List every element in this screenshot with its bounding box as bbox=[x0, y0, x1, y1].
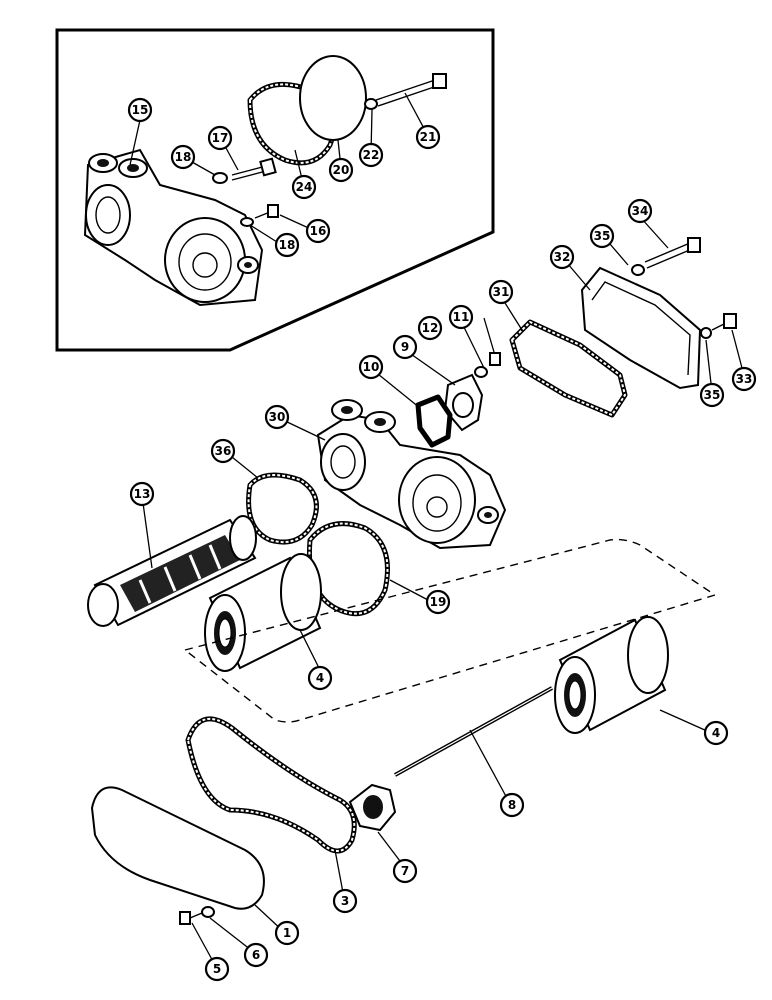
svg-text:1: 1 bbox=[283, 926, 291, 940]
callout-20: 20 bbox=[328, 157, 354, 183]
callout-16: 16 bbox=[305, 218, 331, 244]
svg-text:24: 24 bbox=[296, 180, 313, 194]
filter-4-right bbox=[554, 616, 669, 734]
callout-15: 15 bbox=[127, 97, 153, 123]
nut-18-top bbox=[212, 172, 228, 184]
svg-text:18: 18 bbox=[279, 238, 296, 252]
svg-text:19: 19 bbox=[430, 595, 447, 609]
callout-18-lower: 18 bbox=[274, 232, 300, 258]
bolt-17 bbox=[231, 157, 277, 181]
wing-nut-7 bbox=[348, 783, 397, 832]
bolt-5 bbox=[179, 911, 203, 925]
callout-31: 31 bbox=[488, 279, 514, 305]
svg-text:9: 9 bbox=[401, 340, 409, 354]
callout-30: 30 bbox=[264, 404, 290, 430]
svg-text:5: 5 bbox=[213, 962, 221, 976]
callout-33: 33 bbox=[731, 366, 757, 392]
svg-text:33: 33 bbox=[736, 372, 753, 386]
svg-text:10: 10 bbox=[363, 360, 380, 374]
dashed-enclosure bbox=[183, 538, 717, 723]
svg-text:21: 21 bbox=[420, 130, 437, 144]
svg-text:20: 20 bbox=[333, 163, 350, 177]
inset-frame bbox=[55, 28, 495, 352]
svg-text:32: 32 bbox=[554, 250, 571, 264]
callout-17: 17 bbox=[207, 125, 233, 151]
washer-35-top bbox=[631, 264, 645, 276]
bolt-16 bbox=[254, 204, 279, 219]
callout-5: 5 bbox=[204, 956, 230, 982]
svg-text:34: 34 bbox=[632, 204, 649, 218]
svg-text:22: 22 bbox=[363, 148, 380, 162]
callout-10: 10 bbox=[358, 354, 384, 380]
svg-text:3: 3 bbox=[341, 894, 349, 908]
cover-plate-20 bbox=[299, 55, 367, 141]
svg-text:7: 7 bbox=[401, 864, 409, 878]
callout-8: 8 bbox=[499, 792, 525, 818]
gasket-10 bbox=[415, 394, 453, 448]
rod-8 bbox=[394, 686, 553, 777]
callout-24: 24 bbox=[291, 174, 317, 200]
washer-22 bbox=[364, 98, 378, 110]
svg-text:8: 8 bbox=[508, 798, 516, 812]
housing-15-inset bbox=[83, 148, 264, 307]
callout-4-left: 4 bbox=[307, 665, 333, 691]
washer-12 bbox=[474, 366, 488, 378]
callout-13: 13 bbox=[129, 481, 155, 507]
bolt-33 bbox=[711, 313, 737, 331]
callout-35-top: 35 bbox=[589, 223, 615, 249]
callout-22: 22 bbox=[358, 142, 384, 168]
svg-text:13: 13 bbox=[134, 487, 151, 501]
callout-4-right: 4 bbox=[703, 720, 729, 746]
svg-text:36: 36 bbox=[215, 444, 232, 458]
housing-30 bbox=[316, 399, 507, 550]
filter-4-left bbox=[204, 553, 322, 672]
svg-text:17: 17 bbox=[212, 131, 229, 145]
callout-18-top: 18 bbox=[170, 144, 196, 170]
gasket-3 bbox=[185, 716, 357, 854]
svg-text:35: 35 bbox=[594, 229, 611, 243]
svg-text:16: 16 bbox=[310, 224, 327, 238]
svg-text:6: 6 bbox=[252, 948, 260, 962]
callout-19: 19 bbox=[425, 589, 451, 615]
washer-35-lower bbox=[700, 327, 712, 339]
svg-text:12: 12 bbox=[422, 321, 439, 335]
svg-text:30: 30 bbox=[269, 410, 286, 424]
callout-7: 7 bbox=[392, 858, 418, 884]
strainer-13 bbox=[87, 515, 257, 627]
svg-text:4: 4 bbox=[712, 726, 720, 740]
cover-plate-32 bbox=[580, 266, 702, 390]
callout-35-lower: 35 bbox=[699, 382, 725, 408]
callout-9: 9 bbox=[392, 334, 418, 360]
washer-18-lower bbox=[240, 217, 254, 227]
svg-text:15: 15 bbox=[132, 103, 149, 117]
callout-32: 32 bbox=[549, 244, 575, 270]
svg-text:4: 4 bbox=[316, 671, 324, 685]
svg-text:18: 18 bbox=[175, 150, 192, 164]
svg-text:31: 31 bbox=[493, 285, 510, 299]
callout-12: 12 bbox=[417, 315, 443, 341]
callout-1: 1 bbox=[274, 920, 300, 946]
callout-21: 21 bbox=[415, 124, 441, 150]
svg-text:35: 35 bbox=[704, 388, 721, 402]
bolt-21 bbox=[375, 73, 447, 107]
svg-text:11: 11 bbox=[453, 310, 470, 324]
callout-11: 11 bbox=[448, 304, 474, 330]
bolt-34 bbox=[644, 237, 701, 269]
callout-34: 34 bbox=[627, 198, 653, 224]
washer-6 bbox=[201, 906, 215, 918]
callout-36: 36 bbox=[210, 438, 236, 464]
cover-1 bbox=[90, 786, 265, 910]
callout-6: 6 bbox=[243, 942, 269, 968]
callout-3: 3 bbox=[332, 888, 358, 914]
bolt-11 bbox=[489, 352, 501, 366]
